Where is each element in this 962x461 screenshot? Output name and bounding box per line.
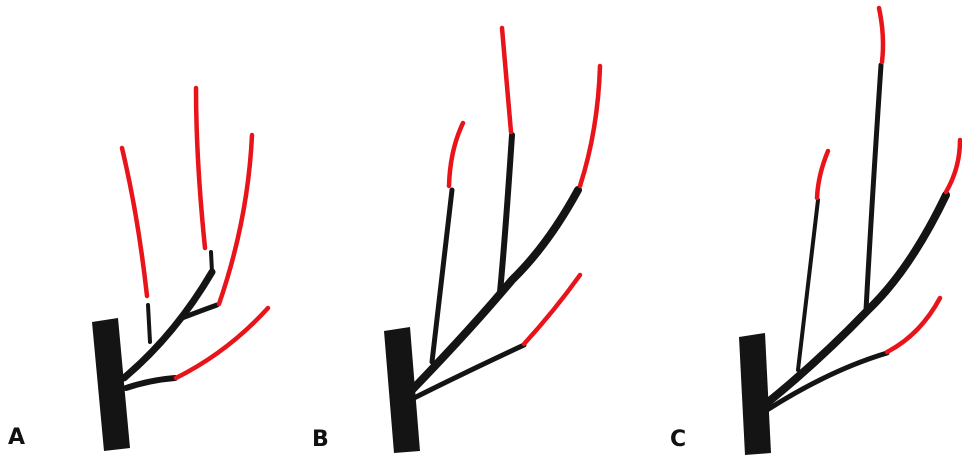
old-branch-c-lower (767, 353, 887, 410)
new-growth-c-2 (879, 8, 883, 62)
old-branch-b-left (432, 190, 452, 362)
old-branch-c-center (866, 65, 881, 310)
panel-b: B (312, 28, 600, 453)
old-branch-c-left (798, 200, 818, 370)
new-growth-b-4 (524, 275, 580, 344)
new-growth-c-1 (817, 151, 828, 198)
new-growth-b-3 (580, 66, 600, 186)
old-branch-b-center (500, 135, 512, 292)
panel-a: A (8, 88, 268, 451)
panel-label-a: A (8, 425, 25, 450)
new-growth-a-1 (122, 148, 147, 296)
old-branch-a-main (124, 272, 212, 378)
new-growth-a-3 (219, 135, 252, 304)
panel-label-b: B (312, 427, 329, 452)
new-growth-a-4 (176, 308, 268, 378)
old-branch-c-main (767, 195, 946, 403)
old-branch-a-lower (126, 378, 175, 388)
panel-c: C (670, 8, 960, 455)
old-branch-a-top (211, 252, 212, 272)
new-growth-b-2 (502, 28, 511, 132)
new-growth-a-2 (196, 88, 205, 248)
old-branch-a-upper-left (148, 305, 150, 342)
trunk-c (739, 333, 771, 455)
new-growth-c-4 (887, 298, 940, 352)
new-growth-c-3 (946, 140, 960, 192)
new-growth-b-1 (449, 123, 463, 186)
trunk-a (92, 318, 130, 451)
panel-label-c: C (670, 427, 686, 452)
